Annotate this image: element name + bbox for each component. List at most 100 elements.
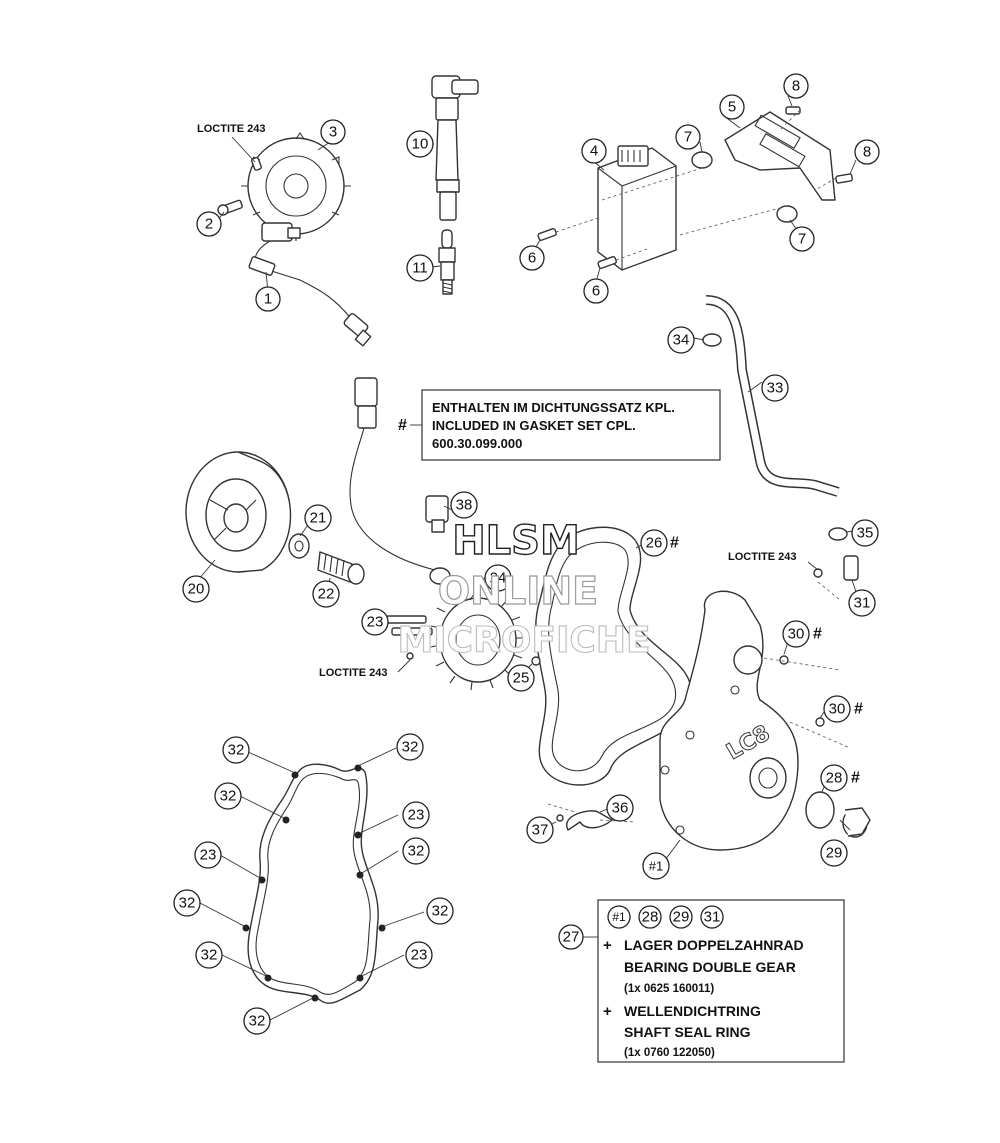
svg-text:28: 28 [826,770,843,787]
svg-text:31: 31 [704,909,721,926]
svg-text:#1: #1 [612,910,626,924]
svg-text:38: 38 [456,497,473,514]
watermark-line-2: ONLINE [438,569,598,613]
svg-text:10: 10 [412,136,429,153]
ignition-cover-part-1: LC8 [659,590,799,851]
gasket-note-marker: # [398,417,407,434]
callout-4: 4 [581,138,607,164]
callout-10: 10 [406,130,434,158]
svg-text:32: 32 [249,1013,266,1030]
kit-line-6: (1x 0760 122050) [624,1047,715,1059]
callout-gasket-32e: 32 [173,889,201,917]
mounting-bracket-part-5 [724,111,836,201]
svg-text:29: 29 [826,845,843,862]
callout-26: 26# [640,529,679,557]
callout-gasket-32b: 32 [396,733,424,761]
svg-text:30: 30 [829,701,846,718]
cdi-unit-part-4 [597,145,677,271]
watermark-line-1: HLSM [452,518,580,564]
callout-37: 37 [526,816,554,844]
kit-line-2: BEARING DOUBLE GEAR [624,959,796,975]
shaft-seal-part-29 [842,807,871,838]
svg-text:8: 8 [792,78,800,95]
svg-text:37: 37 [532,822,549,839]
callout-kit-hash-1: #1 [607,905,631,929]
callout-gasket-32d: 32 [402,837,430,865]
watermark: HLSM ONLINE MICROFICHE [397,517,651,661]
callout-gasket-32c: 32 [214,782,242,810]
svg-text:4: 4 [590,143,598,160]
svg-text:2: 2 [205,216,213,233]
callout-36: 36 [606,794,634,822]
svg-text:6: 6 [592,283,600,300]
stator-part-24 [429,567,524,691]
svg-text:29: 29 [673,909,690,926]
callout-8b: 8 [854,139,880,165]
svg-text:32: 32 [220,788,237,805]
svg-text:27: 27 [563,929,580,946]
bearing-seal-kit-box: + LAGER DOPPELZAHNRAD BEARING DOUBLE GEA… [583,899,845,1063]
callout-23a: 23 [361,608,389,636]
callout-kit-28: 28 [638,905,662,929]
svg-text:11: 11 [412,260,428,277]
svg-text:21: 21 [310,510,327,527]
trigger-wheel-part-3 [241,132,351,241]
callout-gasket-32f: 32 [426,897,454,925]
svg-text:23: 23 [411,947,428,964]
loctite-label-center: LOCTITE 243 [319,667,387,679]
kit-line-3: (1x 0625 160011) [624,983,714,995]
callout-33: 33 [761,374,789,402]
callout-gasket-23c: 23 [194,841,222,869]
svg-text:32: 32 [201,947,218,964]
callout-24: 24 [484,564,512,592]
pickup-sensor-part-1 [248,222,372,347]
svg-text:26: 26 [646,535,663,552]
callout-31: 31 [848,589,876,617]
svg-text:32: 32 [179,895,196,912]
callout-30b: 30# [823,695,863,723]
svg-text:#: # [851,770,860,787]
vent-hose-part-33 [705,295,840,497]
spark-plug-part-11 [438,229,456,295]
callout-7b: 7 [789,226,815,252]
svg-text:3: 3 [329,124,337,141]
svg-text:5: 5 [728,99,736,116]
callout-11: 11 [406,254,434,282]
callout-28: 28 # [820,764,860,792]
washer-part-21 [288,533,310,559]
callout-gasket-32h: 32 [243,1007,271,1035]
callout-34: 34 [667,326,695,354]
callout-kit-27: 27 [558,924,584,950]
ignition-cover-gasket-outline [242,763,386,1004]
callout-1: 1 [255,286,281,312]
callout-2: 2 [196,211,222,237]
svg-text:36: 36 [612,800,629,817]
callout-gasket-23b: 23 [402,801,430,829]
svg-text:30: 30 [788,626,805,643]
svg-text:23: 23 [408,807,425,824]
callout-3: 3 [320,119,346,145]
svg-text:7: 7 [798,231,806,248]
svg-text:33: 33 [767,380,784,397]
callout-5: 5 [719,94,745,120]
callout-35: 35 [851,519,879,547]
svg-text:6: 6 [528,250,536,267]
callout-8a: 8 [783,73,809,99]
callout-hash-1: #1 [642,852,670,880]
callout-38: 38 [450,491,478,519]
kit-plus-1: + [603,937,612,954]
watermark-line-3: MICROFICHE [397,620,650,661]
ignition-coil-part-10 [431,75,479,221]
kit-line-1: LAGER DOPPELZAHNRAD [624,937,804,953]
svg-text:34: 34 [673,332,690,349]
callout-kit-29: 29 [669,905,693,929]
wiring-harness-plug [349,377,436,571]
callout-kit-31: 31 [700,905,724,929]
gasket-note-line-1: ENTHALTEN IM DICHTUNGSSATZ KPL. [432,400,675,415]
callout-25: 25 [507,664,535,692]
sensor-part-38 [425,495,449,533]
flywheel-rotor-part-20 [185,451,292,573]
svg-text:23: 23 [367,614,384,631]
svg-text:22: 22 [318,586,335,603]
